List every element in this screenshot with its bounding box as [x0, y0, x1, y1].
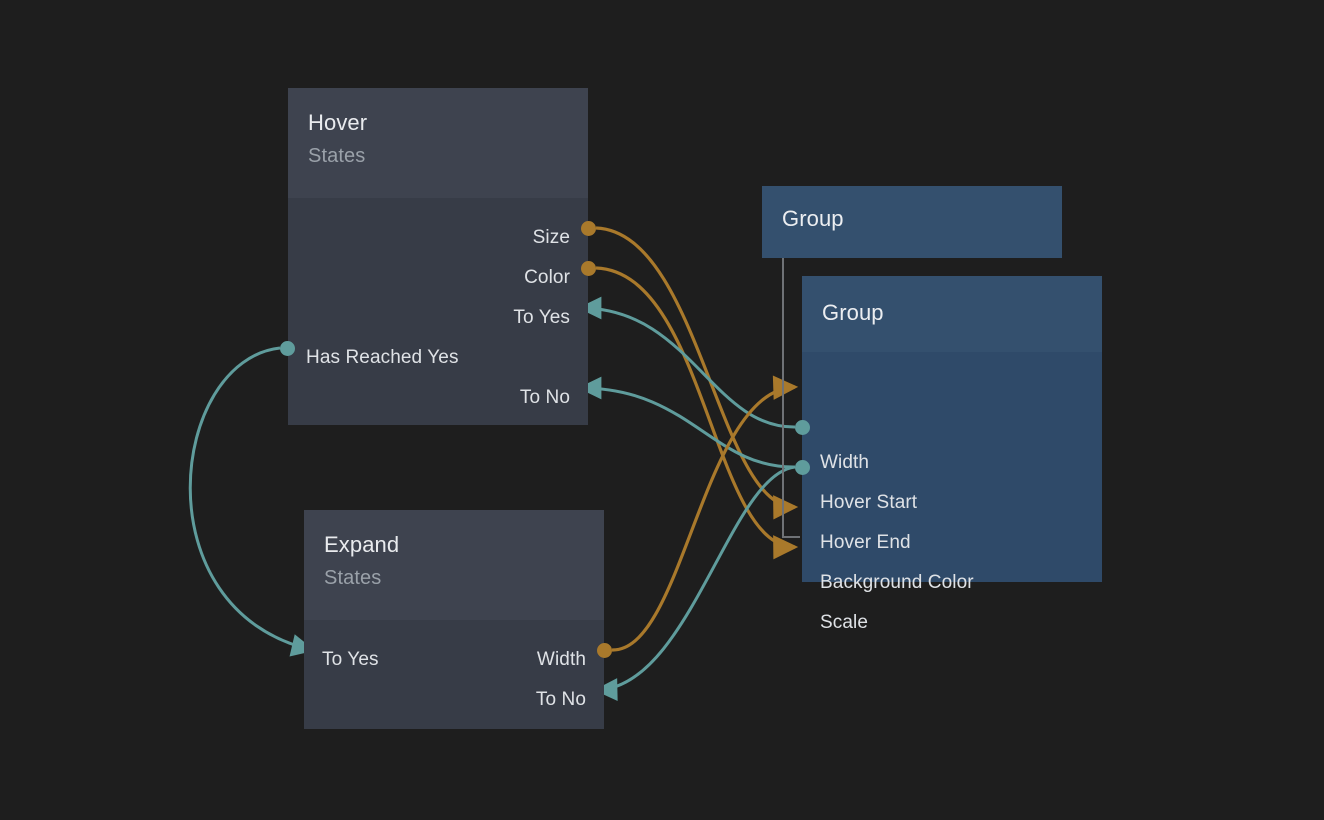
group-parent-connector-stub [782, 536, 800, 538]
port-hover-in-to-yes-label: To Yes [513, 307, 570, 328]
port-dot-group-hover-start[interactable] [795, 420, 810, 435]
port-dot-expand-width[interactable] [597, 643, 612, 658]
port-expand-in-to-yes[interactable]: To Yes [304, 647, 379, 673]
node-hover[interactable]: Hover States Size Color To Yes Has Reach… [288, 88, 588, 425]
port-expand-in-to-no-label: To No [535, 689, 586, 710]
node-expand-body: To Yes Width To No [304, 620, 604, 729]
node-hover-title: Hover [308, 110, 368, 135]
group-parent-bar[interactable]: Group [762, 186, 1062, 258]
port-hover-out-size-label: Size [532, 227, 570, 248]
node-hover-subtitle: States [308, 145, 366, 167]
port-group-in-background-color-label: Background Color [820, 572, 974, 593]
port-hover-out-size[interactable]: Size [533, 225, 588, 251]
port-hover-in-to-yes[interactable]: To Yes [513, 305, 588, 331]
port-dot-hover-has-reached-yes[interactable] [280, 341, 295, 356]
node-group-title: Group [822, 300, 884, 325]
port-group-in-background-color[interactable]: Background Color [802, 570, 974, 596]
port-expand-in-to-no[interactable]: To No [536, 687, 604, 713]
port-group-in-width[interactable]: Width [802, 450, 869, 476]
port-dot-group-hover-end[interactable] [795, 460, 810, 475]
edge-hover-size-to-group-background-color [595, 226, 799, 520]
port-hover-out-color[interactable]: Color [524, 265, 588, 291]
edge-expand-width-to-group-width [611, 375, 799, 652]
port-hover-out-color-label: Color [524, 267, 570, 288]
port-group-in-hover-start-label: Hover Start [820, 492, 918, 513]
port-expand-in-to-yes-label: To Yes [322, 649, 379, 670]
port-hover-in-has-reached-yes[interactable]: Has Reached Yes [288, 345, 459, 371]
port-group-in-width-label: Width [820, 452, 870, 473]
node-hover-header: Hover States [288, 88, 588, 198]
port-dot-hover-color[interactable] [581, 261, 596, 276]
port-expand-out-width-label: Width [536, 649, 586, 670]
port-group-in-scale-label: Scale [820, 612, 869, 633]
port-group-in-hover-end[interactable]: Hover End [802, 530, 911, 556]
port-group-in-scale[interactable]: Scale [802, 610, 868, 636]
edge-group-hover-end-to-hover-to-no [578, 376, 796, 469]
port-hover-in-to-no[interactable]: To No [520, 385, 588, 411]
node-group[interactable]: Group Width Hover Start Hover End Backgr… [802, 276, 1102, 633]
port-hover-in-to-no-label: To No [519, 387, 570, 408]
group-parent-bar-header: Group [762, 186, 1062, 258]
node-expand-title: Expand [324, 532, 400, 557]
group-parent-connector-vertical [782, 258, 784, 538]
node-group-header: Group [802, 276, 1102, 352]
port-hover-in-has-reached-yes-label: Has Reached Yes [306, 347, 459, 368]
edge-hover-color-to-group-scale [595, 266, 799, 560]
port-expand-out-width[interactable]: Width [537, 647, 604, 673]
edge-group-hover-start-to-hover-to-yes [578, 296, 796, 429]
node-expand-header: Expand States [304, 510, 604, 620]
port-dot-hover-size[interactable] [581, 221, 596, 236]
node-expand-subtitle: States [324, 567, 382, 589]
node-expand[interactable]: Expand States To Yes Width To No [304, 510, 604, 729]
group-parent-bar-title: Group [782, 206, 844, 231]
node-hover-body: Size Color To Yes Has Reached Yes To No [288, 198, 588, 425]
node-group-body: Width Hover Start Hover End Background C… [802, 352, 1102, 633]
port-group-in-hover-end-label: Hover End [820, 532, 911, 553]
port-group-in-hover-start[interactable]: Hover Start [802, 490, 917, 516]
edge-group-hover-end-to-expand-to-no [594, 465, 796, 701]
